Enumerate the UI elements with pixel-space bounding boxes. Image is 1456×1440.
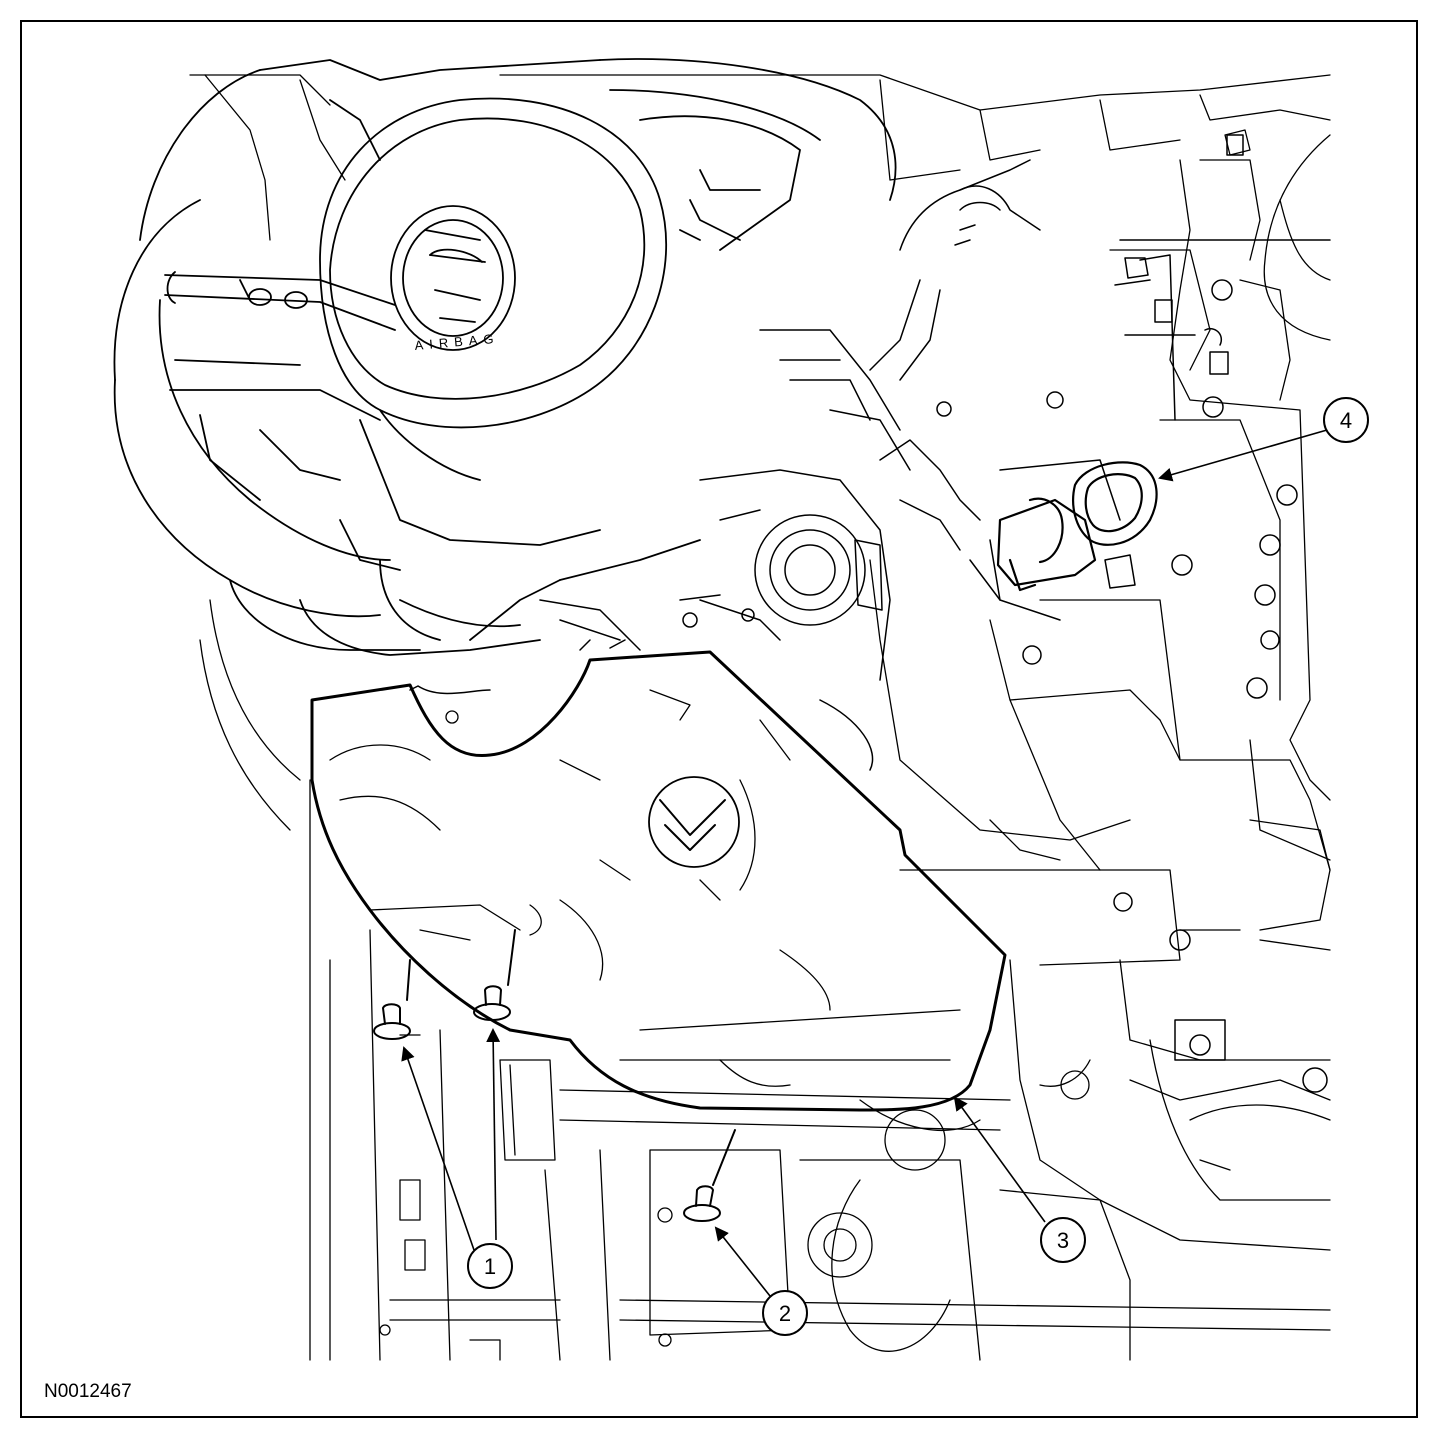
callout-3: 3	[1040, 1217, 1086, 1263]
airbag-text: AIRBAG	[414, 331, 500, 353]
figure-id-label: N0012467	[44, 1381, 132, 1402]
svg-text:3: 3	[1057, 1228, 1069, 1253]
figure-frame	[20, 20, 1418, 1418]
leader-3	[953, 1096, 1046, 1223]
callout-4: 4	[1323, 397, 1369, 443]
right-bracket	[1022, 134, 1331, 1093]
airbag-emblem	[390, 205, 516, 351]
leader-2	[714, 1226, 771, 1297]
steering-column	[539, 159, 1121, 771]
callout-1: 1	[467, 1243, 513, 1289]
svg-text:1: 1	[484, 1254, 496, 1279]
steering-wheel	[113, 58, 897, 656]
lower-panel-structure	[199, 599, 1331, 1361]
screw-lower	[683, 1129, 736, 1222]
svg-text:4: 4	[1340, 408, 1352, 433]
ignition-lock-housing	[754, 514, 866, 626]
callout-2: 2	[762, 1290, 808, 1336]
lower-shroud	[310, 650, 1007, 1112]
svg-text:2: 2	[779, 1301, 791, 1326]
connector	[996, 461, 1158, 592]
leader-4	[1158, 429, 1328, 482]
dashboard-structure	[189, 74, 1331, 1251]
leader-1b	[486, 1028, 501, 1241]
screw-left	[373, 959, 411, 1040]
screw-middle	[473, 929, 516, 1021]
tilt-lever-hole	[648, 776, 740, 868]
leader-1a	[401, 1046, 475, 1251]
